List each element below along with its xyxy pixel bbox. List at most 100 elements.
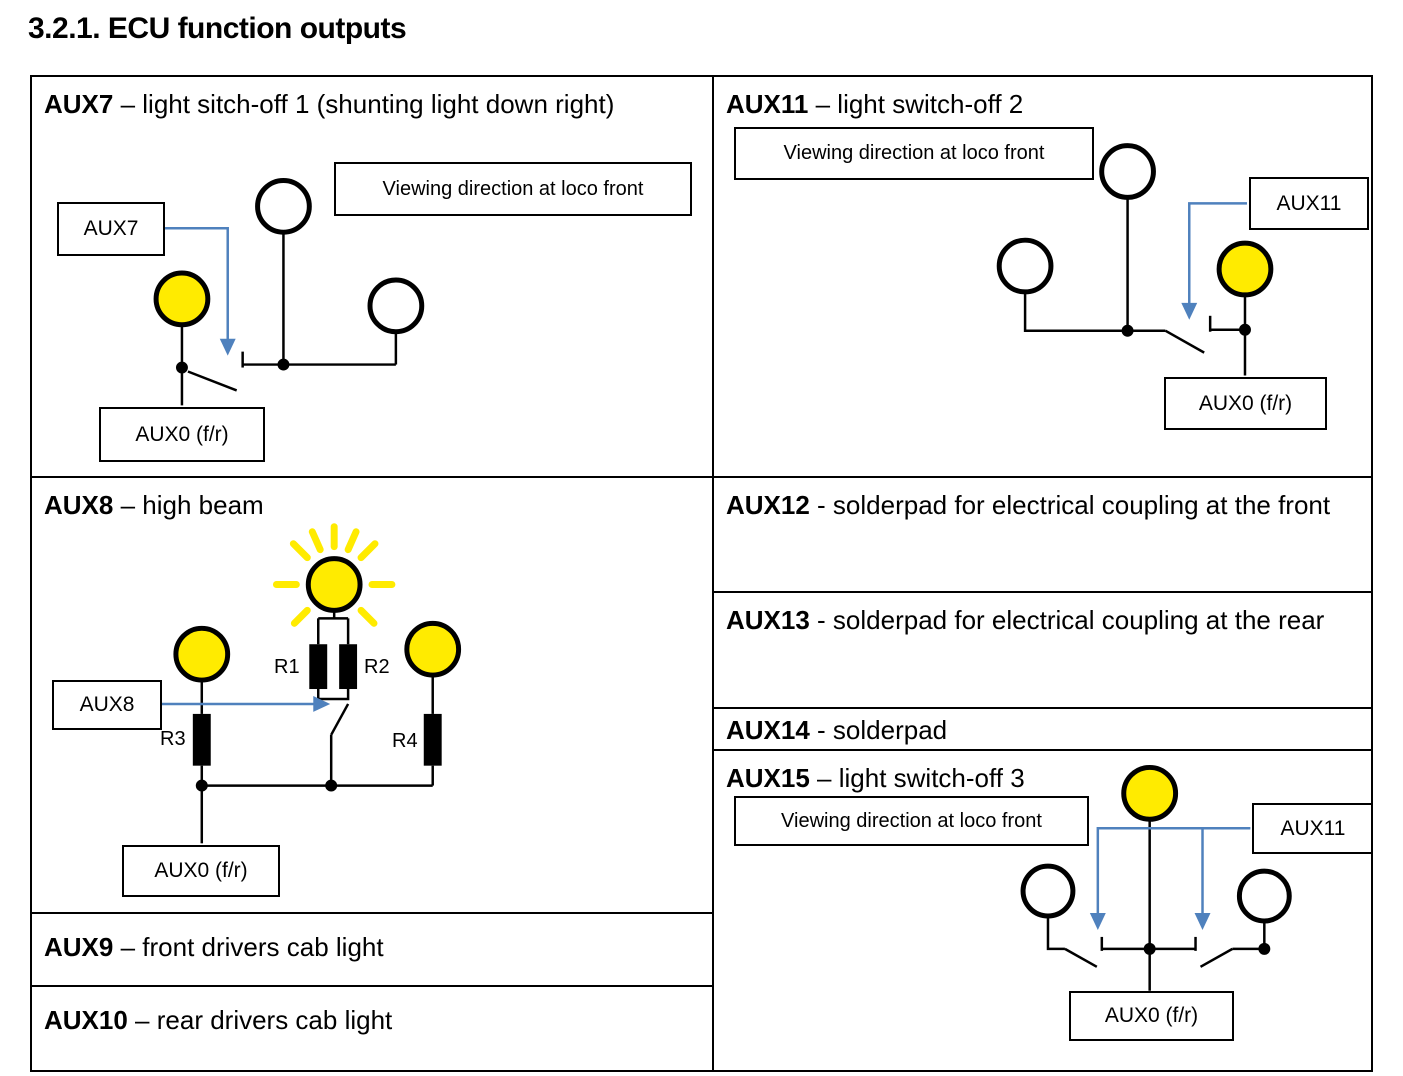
- pointer-arrow: [1096, 827, 1251, 914]
- lamp-highbeam-icon: [305, 556, 363, 613]
- junction-dot: [1239, 323, 1251, 336]
- lamp-yellow-icon: [1121, 764, 1179, 822]
- lamp-yellow-icon: [153, 270, 211, 328]
- resistor-r2: [339, 644, 358, 690]
- light-ray-icon: [357, 606, 378, 627]
- junction-dot: [195, 779, 208, 792]
- aux15-name: AUX15: [726, 763, 810, 793]
- aux10-name: AUX10: [44, 1005, 128, 1035]
- cell-title-aux7: AUX7 – light sitch-off 1 (shunting light…: [32, 77, 712, 131]
- junction-dot: [1258, 942, 1271, 955]
- arrowhead-icon: [1194, 912, 1211, 930]
- aux11-desc: – light switch-off 2: [808, 89, 1024, 119]
- cell-aux9: AUX9 – front drivers cab light: [32, 914, 712, 987]
- light-ray-icon: [308, 528, 324, 554]
- cell-title-aux10: AUX10 – rear drivers cab light: [32, 987, 712, 1047]
- junction-dot: [325, 779, 338, 792]
- aux10-desc: – rear drivers cab light: [127, 1005, 393, 1035]
- aux0-return-box: AUX0 (f/r): [122, 845, 280, 897]
- aux12-name: AUX12: [726, 490, 810, 520]
- lamp-white-icon: [367, 277, 425, 335]
- section-heading: 3.2.1. ECU function outputs: [28, 12, 407, 45]
- lamp-white-icon: [1236, 868, 1292, 924]
- cell-aux7: AUX7 – light sitch-off 1 (shunting light…: [32, 77, 712, 478]
- lamp-white-icon: [1020, 863, 1076, 919]
- aux13-desc: - solderpad for electrical coupling at t…: [809, 605, 1325, 635]
- cell-aux8: AUX8 – high beam: [32, 478, 712, 914]
- cell-title-aux9: AUX9 – front drivers cab light: [32, 914, 712, 974]
- lamp-white-icon: [255, 177, 312, 235]
- light-ray-icon: [357, 540, 379, 562]
- lamp-yellow-icon: [173, 625, 231, 683]
- pointer-arrow: [165, 226, 229, 340]
- aux7-name: AUX7: [44, 89, 114, 119]
- wire: [317, 689, 350, 701]
- switch-blade: [1199, 947, 1234, 968]
- wire: [1232, 920, 1266, 951]
- lamp-yellow-icon: [404, 620, 462, 678]
- switch-blade: [1064, 947, 1098, 968]
- switch-blade: [1164, 329, 1205, 354]
- aux14-desc: - solderpad: [809, 715, 948, 745]
- switch-blade: [187, 370, 238, 392]
- wire: [1046, 915, 1065, 951]
- lamp-white-icon: [996, 237, 1054, 295]
- light-ray-icon: [289, 540, 311, 562]
- table-column-right: AUX11 – light switch-off 2 Viewing direc…: [714, 77, 1371, 1070]
- pointer-arrow: [1188, 202, 1247, 304]
- cell-aux10: AUX10 – rear drivers cab light: [32, 987, 712, 1070]
- cell-aux14: AUX14 - solderpad: [714, 709, 1371, 751]
- light-ray-icon: [344, 528, 360, 554]
- aux12-desc: - solderpad for electrical coupling at t…: [809, 490, 1331, 520]
- lamp-white-icon: [1099, 143, 1156, 200]
- arrowhead-icon: [313, 695, 331, 712]
- viewing-direction-box: Viewing direction at loco front: [734, 127, 1094, 180]
- aux15-circuit-diagram: [1020, 764, 1292, 991]
- cell-aux13: AUX13 - solderpad for electrical couplin…: [714, 593, 1371, 709]
- resistor-label-r2: R2: [364, 656, 390, 678]
- aux8-desc: – high beam: [113, 490, 264, 520]
- cell-aux15: AUX15 – light switch-off 3: [714, 751, 1371, 1070]
- ecu-function-table: AUX7 – light sitch-off 1 (shunting light…: [30, 75, 1373, 1072]
- aux0-return-box: AUX0 (f/r): [99, 407, 265, 462]
- cell-title-aux13: AUX13 - solderpad for electrical couplin…: [714, 593, 1371, 647]
- switch-blade: [330, 703, 350, 736]
- cell-title-aux11: AUX11 – light switch-off 2: [714, 77, 1371, 131]
- viewing-direction-box: Viewing direction at loco front: [734, 796, 1089, 846]
- aux11-output-box: AUX11: [1252, 803, 1371, 854]
- aux7-circuit-diagram: [153, 177, 425, 406]
- aux11-circuit-diagram: [996, 143, 1274, 376]
- cell-title-aux12: AUX12 - solderpad for electrical couplin…: [714, 478, 1371, 532]
- aux9-desc: – front drivers cab light: [113, 932, 384, 962]
- aux15-desc: – light switch-off 3: [809, 763, 1025, 793]
- junction-dot: [175, 361, 188, 374]
- arrowhead-icon: [1089, 912, 1106, 930]
- aux7-output-box: AUX7: [57, 202, 165, 256]
- junction-dot: [1143, 942, 1156, 955]
- aux14-name: AUX14: [726, 715, 810, 745]
- viewing-direction-box: Viewing direction at loco front: [334, 162, 692, 216]
- light-ray-icon: [290, 606, 311, 627]
- resistor-label-r1: R1: [274, 656, 300, 678]
- resistor-r4: [423, 713, 442, 766]
- resistor-label-r4: R4: [392, 730, 418, 752]
- aux13-name: AUX13: [726, 605, 810, 635]
- arrowhead-icon: [1181, 302, 1198, 320]
- aux11-output-box: AUX11: [1249, 177, 1369, 230]
- arrowhead-icon: [219, 338, 236, 356]
- aux8-output-box: AUX8: [52, 680, 162, 730]
- table-column-left: AUX7 – light sitch-off 1 (shunting light…: [32, 77, 714, 1070]
- cell-aux12: AUX12 - solderpad for electrical couplin…: [714, 478, 1371, 593]
- aux11-name: AUX11: [726, 89, 809, 119]
- lamp-yellow-icon: [1216, 240, 1274, 298]
- wire: [1023, 291, 1128, 332]
- aux9-name: AUX9: [44, 932, 114, 962]
- aux0-return-box: AUX0 (f/r): [1069, 991, 1234, 1041]
- cell-title-aux14: AUX14 - solderpad: [714, 709, 1371, 749]
- junction-dot: [277, 358, 290, 371]
- resistor-label-r3: R3: [160, 728, 186, 750]
- aux0-return-box: AUX0 (f/r): [1164, 377, 1327, 430]
- junction-dot: [1121, 324, 1134, 337]
- cell-title-aux15: AUX15 – light switch-off 3: [714, 751, 1371, 805]
- resistor-r1: [309, 644, 328, 690]
